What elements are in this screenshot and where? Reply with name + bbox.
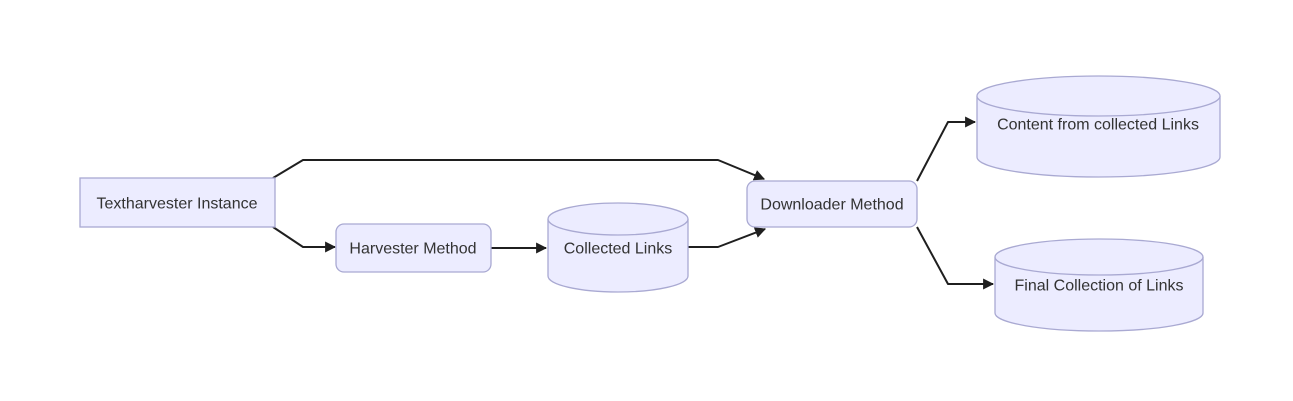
edge-layer	[272, 116, 995, 290]
node-label-textharvester-instance: Textharvester Instance	[97, 196, 258, 213]
cylinder-body-shape	[994, 257, 1204, 332]
edge-textharvester-to-harvester	[272, 226, 337, 253]
node-textharvester-instance: Textharvester Instance	[79, 177, 276, 228]
node-label-harvester-method: Harvester Method	[349, 241, 476, 258]
node-label-downloader-method: Downloader Method	[760, 197, 903, 214]
node-collected-links: Collected Links	[547, 202, 689, 293]
node-final-collection-of-links: Final Collection of Links	[994, 238, 1204, 332]
cylinder-top-shape	[547, 202, 689, 236]
edge-downloader-to-content	[916, 116, 977, 182]
node-downloader-method: Downloader Method	[746, 180, 918, 228]
cylinder-top-shape	[994, 238, 1204, 276]
rounded-rectangle-shape	[746, 180, 918, 228]
node-label-content-from-collected-links: Content from collected Links	[997, 117, 1199, 134]
rectangle-shape	[79, 177, 276, 228]
edge-downloader-to-final-collection	[916, 226, 995, 290]
node-harvester-method: Harvester Method	[335, 223, 492, 273]
rounded-rectangle-shape	[335, 223, 492, 273]
node-label-collected-links: Collected Links	[564, 241, 673, 258]
cylinder-body-shape	[976, 96, 1221, 178]
node-content-from-collected-links: Content from collected Links	[976, 75, 1221, 178]
cylinder-top-shape	[976, 75, 1221, 117]
node-label-final-collection-of-links: Final Collection of Links	[1015, 278, 1184, 295]
cylinder-body-shape	[547, 219, 689, 293]
edge-collected-links-to-downloader	[688, 227, 767, 248]
edge-textharvester-to-downloader	[272, 159, 766, 181]
